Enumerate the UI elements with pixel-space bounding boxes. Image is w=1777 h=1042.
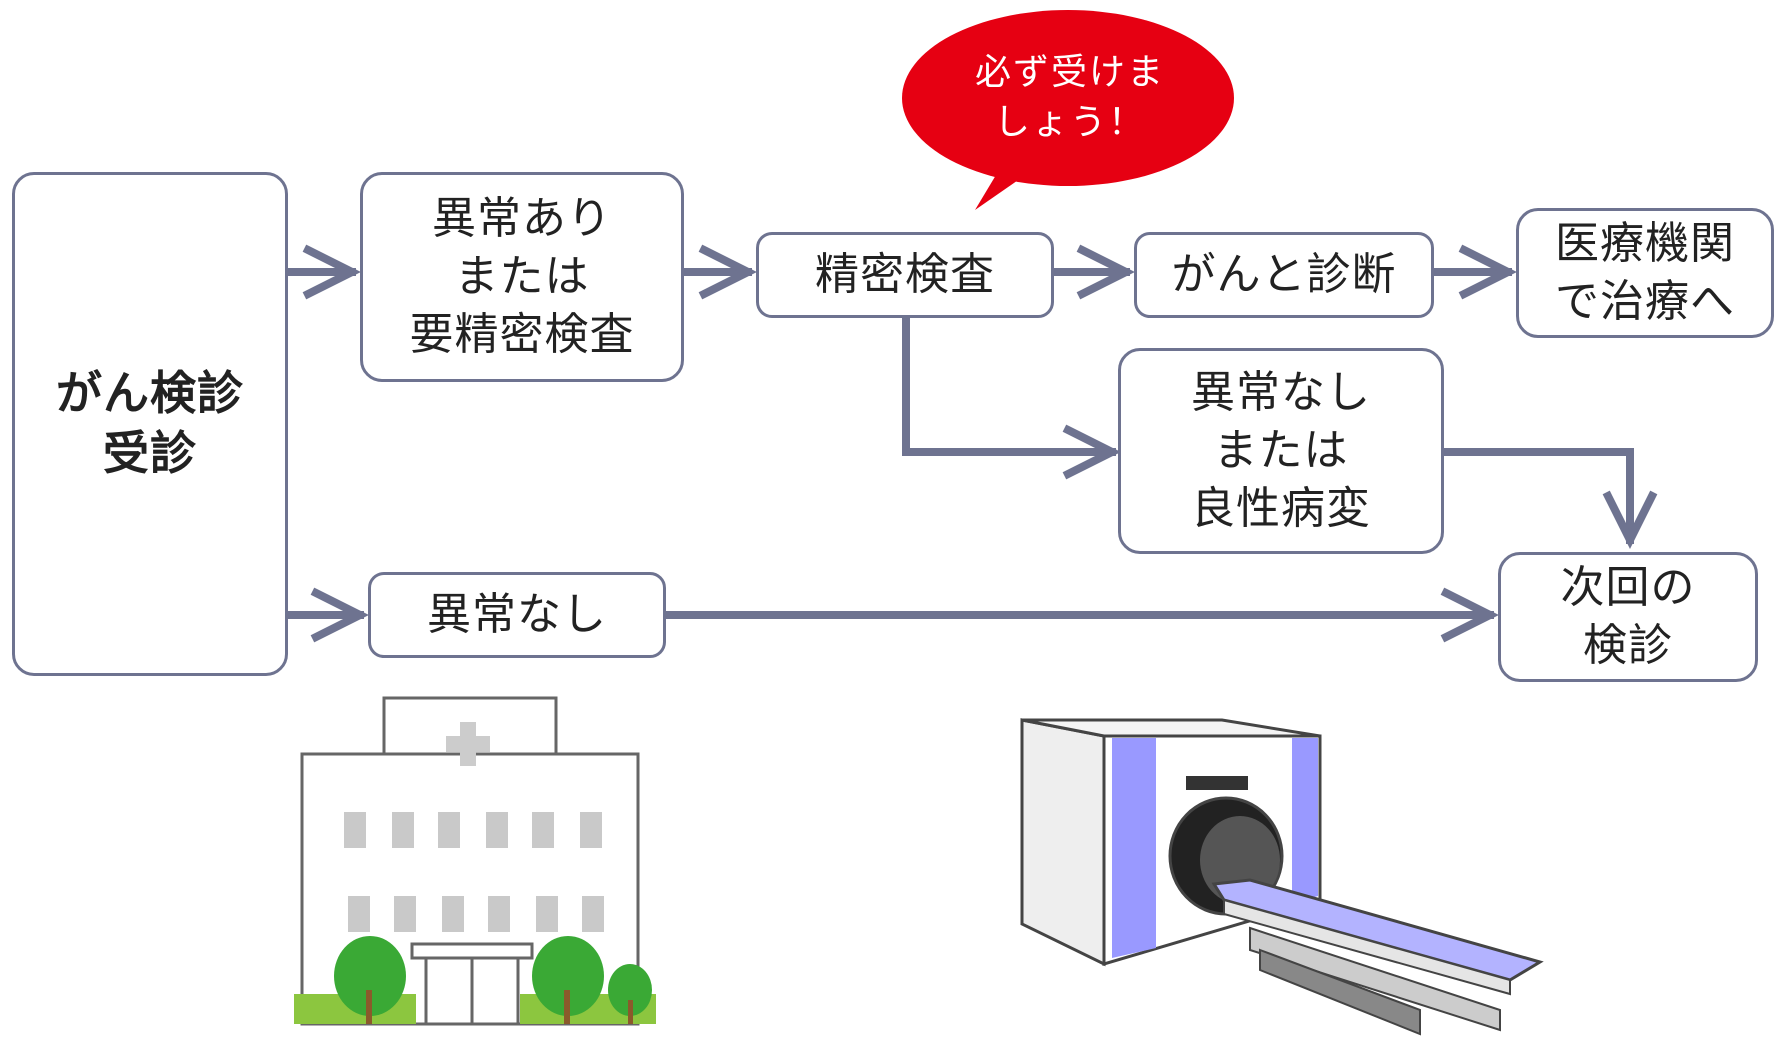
node-treatment: 医療機関 で治療へ (1516, 208, 1774, 338)
node-normal-label: 異常なし (427, 588, 607, 640)
node-detailed-label: 精密検査 (815, 248, 995, 300)
node-abnormal-label: 異常あり または 要精密検査 (409, 192, 635, 361)
node-next: 次回の 検診 (1498, 552, 1758, 682)
node-normal: 異常なし (368, 572, 666, 658)
arrow-benign-to-next (1440, 448, 1658, 549)
arrow-screening-to-normal (284, 587, 369, 643)
node-screening: がん検診 受診 (12, 172, 288, 676)
node-detailed: 精密検査 (756, 232, 1054, 318)
node-next-label: 次回の 検診 (1560, 561, 1696, 671)
arrow-normal-to-next (662, 587, 1499, 643)
callout-text: 必ず受けま しょう！ (974, 52, 1165, 144)
node-benign-label: 異常なし または 良性病変 (1191, 366, 1371, 535)
arrow-screening-to-abnormal (284, 244, 361, 300)
callout-bubble (902, 10, 1234, 210)
node-cancer-label: がんと診断 (1171, 248, 1397, 300)
node-abnormal: 異常あり または 要精密検査 (360, 172, 684, 382)
node-cancer: がんと診断 (1134, 232, 1434, 318)
arrow-cancer-to-treatment (1430, 244, 1517, 300)
node-treatment-label: 医療機関 で治療へ (1555, 217, 1735, 327)
arrow-abnormal-to-detailed (680, 244, 757, 300)
arrow-detailed-to-cancer (1050, 244, 1135, 300)
node-benign: 異常なし または 良性病変 (1118, 348, 1444, 554)
arrow-detailed-to-benign (902, 316, 1121, 480)
node-screening-label: がん検診 受診 (56, 366, 244, 480)
